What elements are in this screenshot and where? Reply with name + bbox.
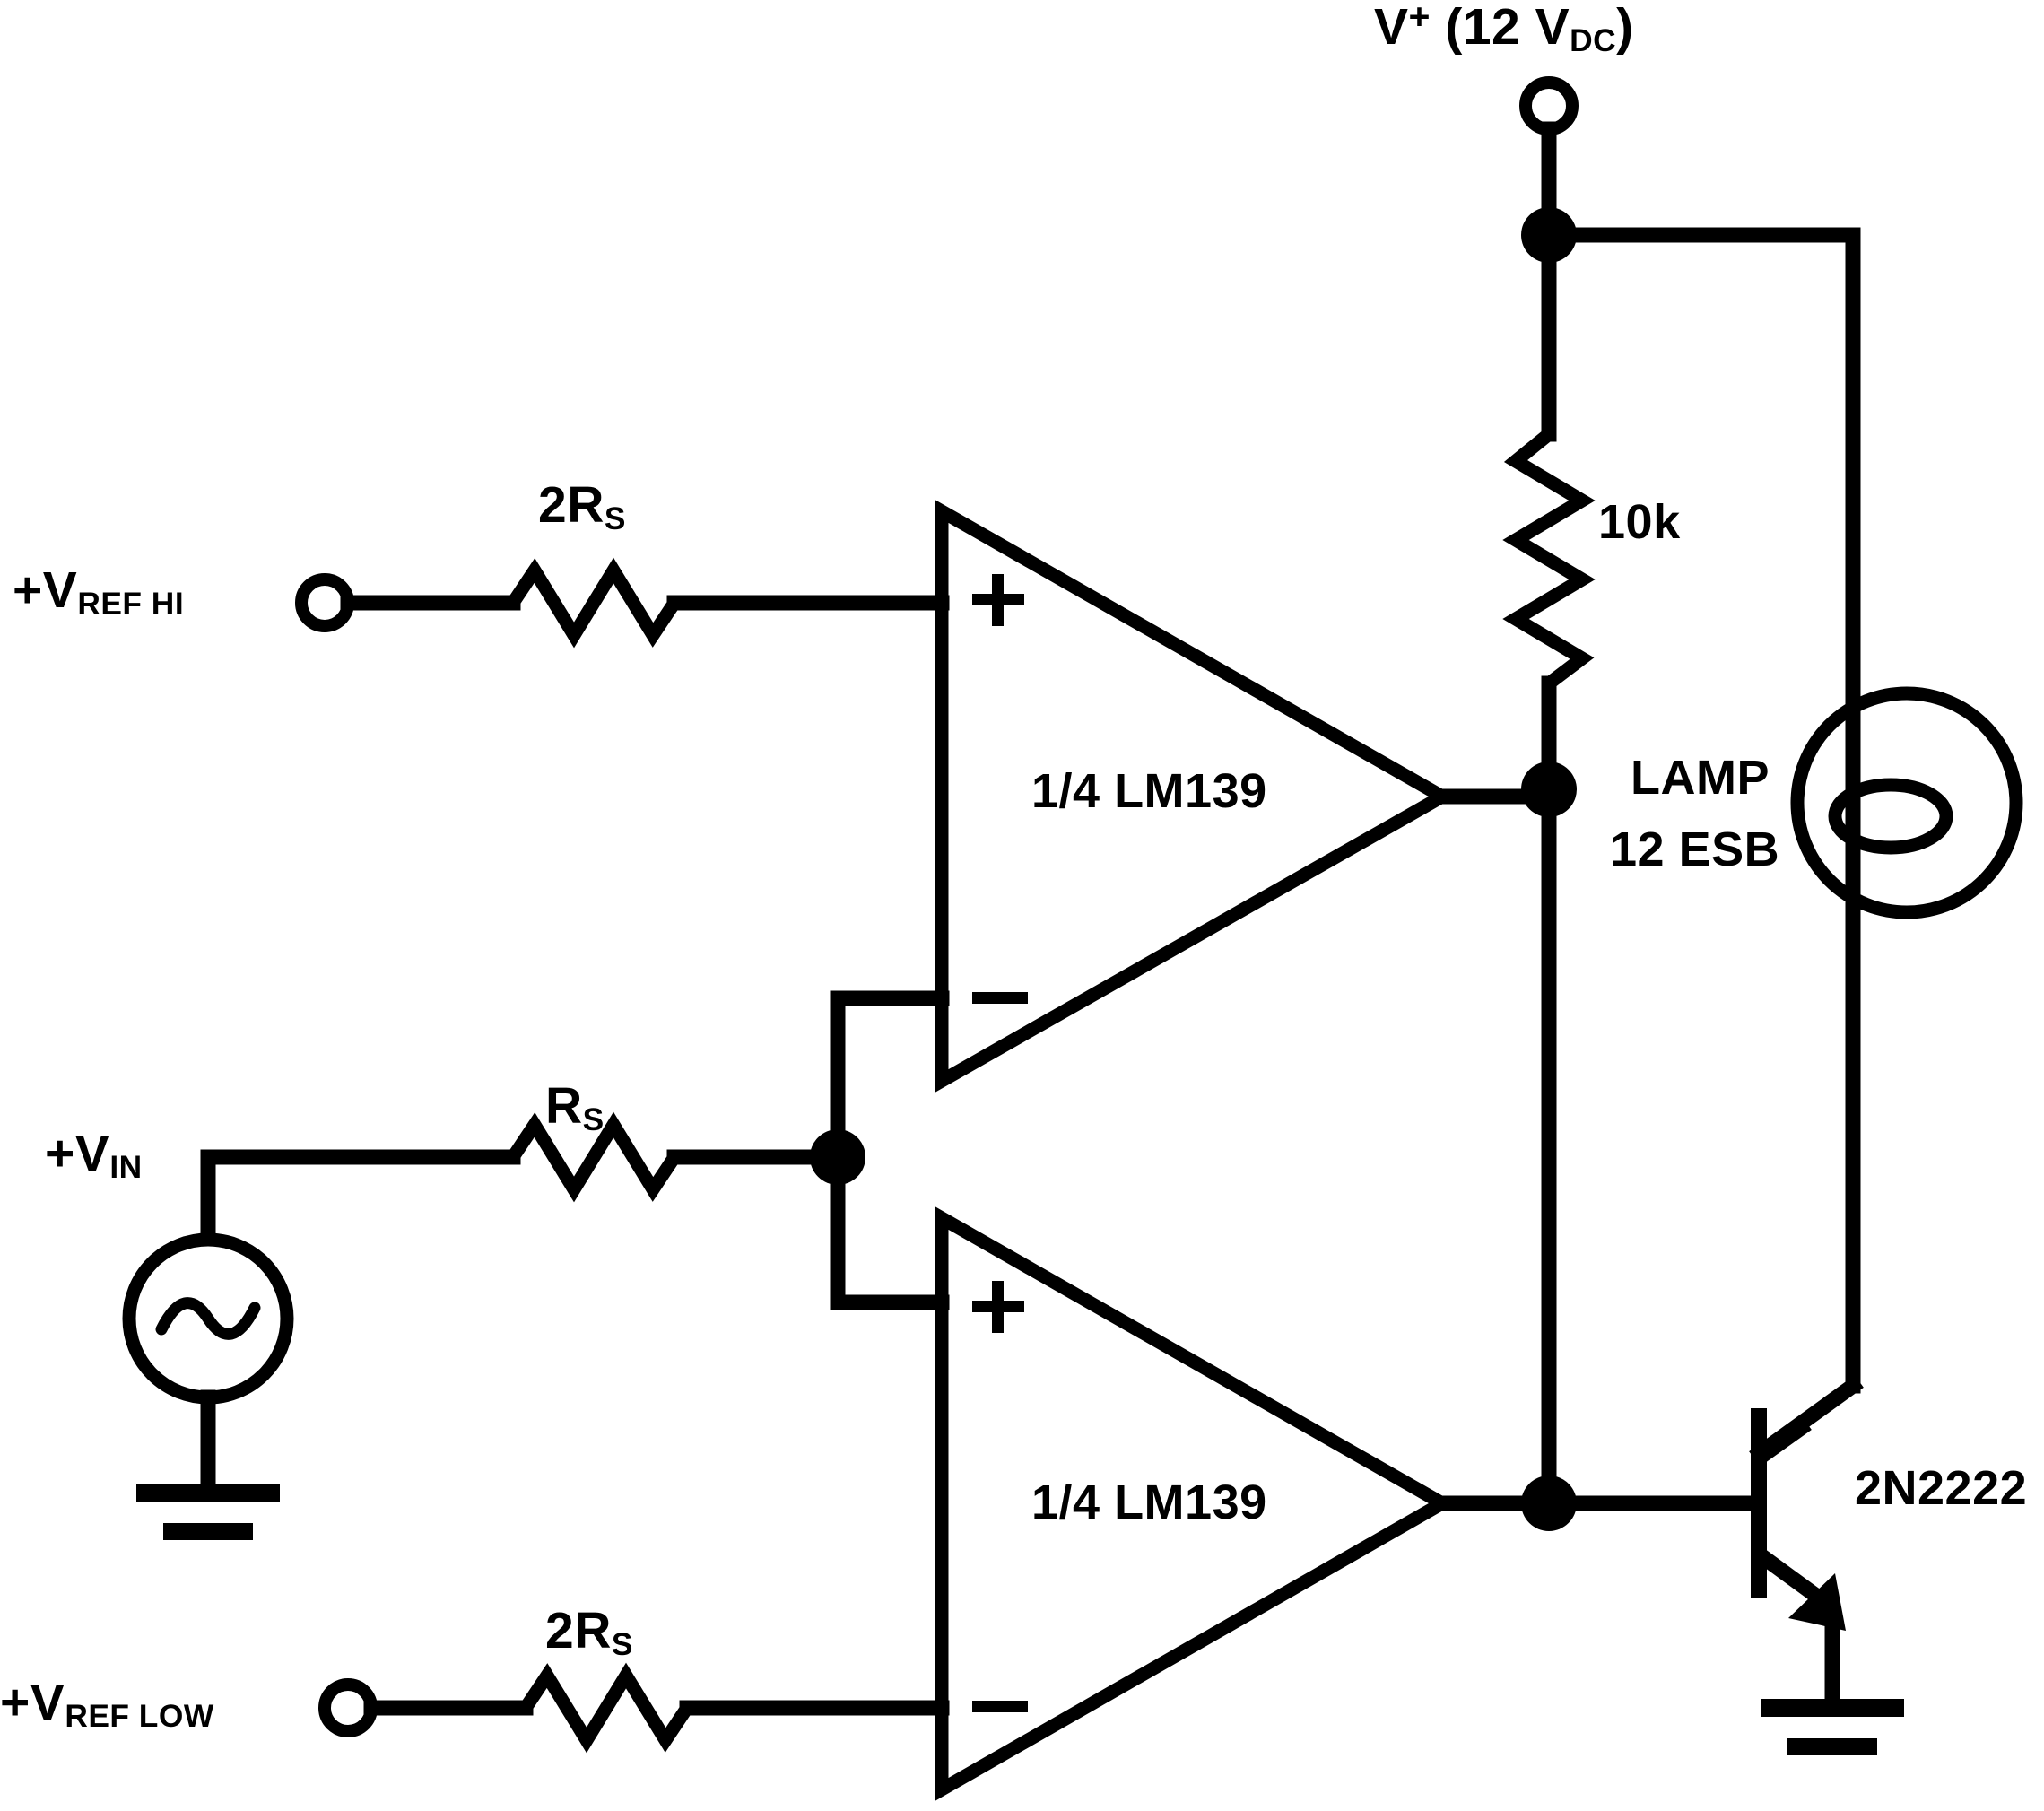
lamp-label-line2: 12 ESB [1610, 823, 1780, 876]
ref-hi-plus-sign: + [13, 562, 43, 619]
lamp-envelope [1790, 686, 2023, 919]
resistor-10k-label: 10k [1598, 495, 1681, 549]
ref-hi-v-letter: V [42, 562, 78, 619]
supply-v-letter: V [1374, 0, 1409, 56]
transistor-base-bar [1751, 1408, 1767, 1598]
v-in-label: +VIN [45, 1125, 143, 1183]
plus-mark-lower [972, 1281, 1024, 1333]
supply-plus-sign: + [1408, 0, 1431, 37]
emitter-ground-bar-2 [1787, 1738, 1877, 1755]
v-in-v-letter: V [74, 1125, 110, 1182]
v-in-subscript: IN [109, 1149, 143, 1185]
supply-paren-close: ) [1616, 0, 1634, 56]
rs-subscript: S [582, 1101, 605, 1137]
r2rs-top-num: 2 [538, 476, 568, 534]
lamp-label-line1: LAMP [1631, 751, 1770, 805]
output-bus-group [1521, 762, 1766, 1531]
v-in-branch-group [122, 990, 950, 1540]
r2rs-bot-letter: R [574, 1602, 612, 1659]
resistor-rs-label: RS [545, 1081, 605, 1136]
v-in-to-upper-minus-wire [830, 990, 950, 1165]
minus-mark-upper [972, 992, 1028, 1004]
plus-mark-upper [972, 574, 1024, 626]
r-2rs-bot-body [519, 1662, 693, 1754]
ac-source-sine-glyph [155, 1297, 261, 1340]
comparator-lower-triangle [935, 1206, 1457, 1801]
ref-low-subscript: REF LOW [65, 1698, 214, 1734]
transistor-collector-stub [1753, 1417, 1812, 1466]
ref-hi-subscript: REF HI [77, 586, 185, 622]
ref-low-branch-group [318, 1662, 950, 1754]
comparator-lower-group [935, 1206, 1557, 1801]
r2rs-bot-num: 2 [545, 1602, 575, 1659]
lamp-group [1790, 686, 2023, 919]
supply-value-text: (12 V [1445, 0, 1570, 56]
lamp-filament-loop [1828, 778, 1953, 855]
ref-hi-label: +VREF HI [13, 562, 184, 620]
r-rs-body [507, 1111, 681, 1203]
v-in-to-lower-plus-wire [830, 1149, 950, 1310]
ref-low-v-letter: V [30, 1674, 65, 1731]
comparator-upper-label: 1/4 LM139 [1031, 764, 1267, 818]
r2rs-bot-subscript: S [611, 1626, 633, 1662]
ref-hi-branch-group [295, 557, 950, 649]
r-2rs-top-body [507, 557, 681, 649]
resistor-2rs-top-label: 2RS [538, 480, 626, 535]
comparator-upper-group [935, 500, 1557, 1093]
minus-mark-lower [972, 1701, 1028, 1712]
r10k-zigzag-body [1502, 429, 1596, 689]
v-in-plus-sign: + [45, 1125, 75, 1182]
ref-low-plus-sign: + [0, 1674, 30, 1731]
resistor-2rs-bottom-label: 2RS [545, 1606, 633, 1660]
rs-letter: R [545, 1077, 583, 1135]
transistor-label: 2N2222 [1855, 1461, 2028, 1515]
supply-dc-subscript: DC [1570, 22, 1617, 58]
comparator-upper-triangle [935, 500, 1457, 1093]
comparator-lower-label: 1/4 LM139 [1031, 1476, 1267, 1529]
r2rs-top-letter: R [567, 476, 605, 534]
r2rs-top-subscript: S [604, 501, 626, 536]
ref-low-label: +VREF LOW [0, 1674, 214, 1732]
source-ground-bar-1 [136, 1484, 280, 1502]
emitter-ground-bar-1 [1761, 1699, 1904, 1717]
resistor-10k-group [1502, 227, 1596, 797]
transistor-q1-group [1751, 1408, 1904, 1755]
supply-label: V+ (12 VDC) [1374, 0, 1634, 57]
source-ground-bar-2 [163, 1523, 253, 1540]
